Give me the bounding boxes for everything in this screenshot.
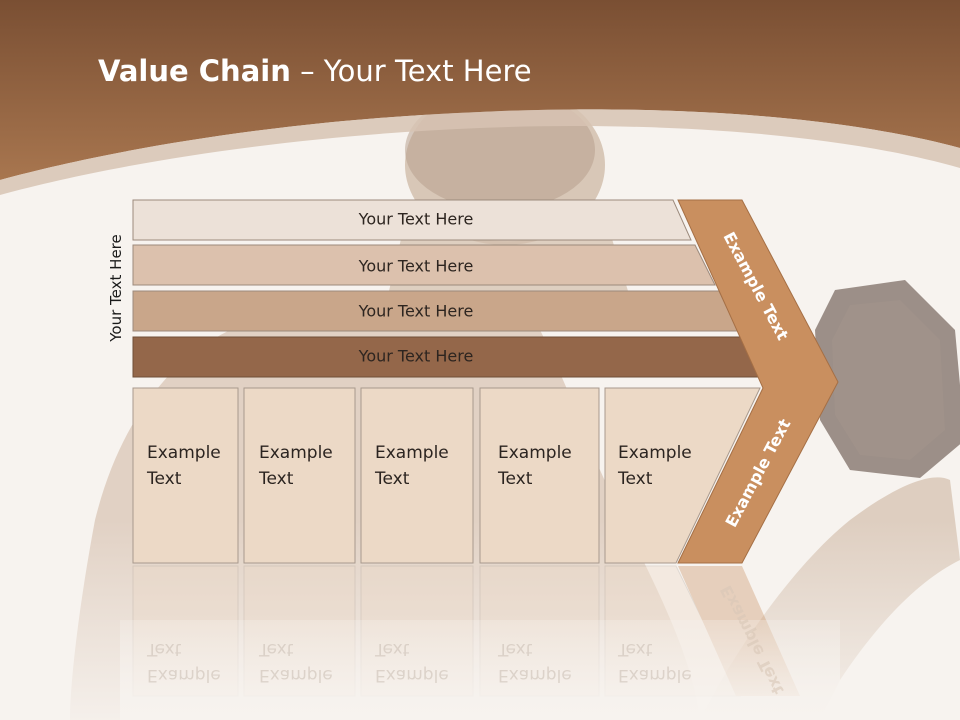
primary-column-3 <box>360 387 474 564</box>
support-bar-4-label: Your Text Here <box>358 346 474 366</box>
primary-column-2 <box>243 387 356 564</box>
title-rest: – Your Text Here <box>290 54 532 88</box>
support-bar-2 <box>132 244 716 286</box>
support-bar-1 <box>132 199 692 241</box>
header-band <box>0 0 960 195</box>
primary-column-1 <box>132 387 239 564</box>
support-bar-2-label: Your Text Here <box>358 256 474 276</box>
primary-column-4 <box>479 387 600 564</box>
support-bar-1-label: Your Text Here <box>358 209 474 229</box>
page-title: Value Chain – Your Text Here <box>98 54 532 88</box>
title-bold: Value Chain <box>98 54 291 88</box>
chevron-arrow <box>677 199 839 564</box>
primary-column-5 <box>604 387 761 564</box>
support-bar-3-label: Your Text Here <box>358 301 474 321</box>
